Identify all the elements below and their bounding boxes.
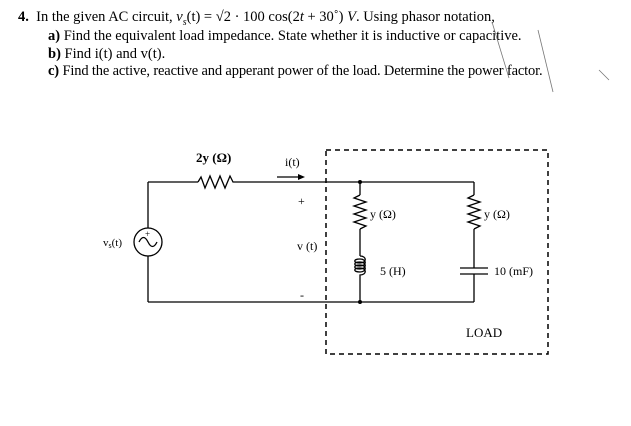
part-c-text: Find the active, reactive and apperant p… (58, 63, 543, 79)
series-resistor-symbol (197, 174, 236, 190)
sqrt-two: √2 (215, 9, 231, 25)
problem-intro-end: . Using phasor notation, (355, 9, 495, 25)
cos-expression: · 100 cos(2 (230, 9, 300, 25)
part-b-label: b) (48, 46, 61, 62)
stray-mark-1 (491, 21, 510, 79)
phase-angle: + 30˚) (303, 9, 348, 25)
stray-mark-2 (537, 29, 554, 93)
capacitor-label: 10 (mF) (494, 264, 533, 278)
source-circle (133, 227, 163, 257)
source-argument: (t) (186, 9, 201, 25)
branch2-resistor-symbol (465, 194, 483, 230)
source-subscript: s (182, 16, 187, 28)
branch1-resistor-symbol (351, 194, 369, 230)
part-a-label: a) (48, 28, 61, 44)
part-b: b) Find i(t) and v(t). (48, 46, 165, 63)
problem-line-1: 4. In the given AC circuit, vs(t) = √2 ·… (18, 9, 495, 31)
equals-sign: = (200, 9, 216, 25)
stray-mark-3 (598, 69, 610, 81)
series-resistor-label: 2y (Ω) (196, 150, 231, 165)
branch1-resistor-label: y (Ω) (370, 207, 396, 221)
part-b-text: Find i(t) and v(t). (60, 46, 166, 62)
source-label: vs(t) (103, 237, 122, 250)
problem-number: 4. (18, 9, 29, 25)
branch2-resistor-label: y (Ω) (484, 207, 510, 221)
voltage-label: v (t) (297, 239, 317, 253)
current-arrow-head (298, 174, 305, 180)
current-label: i(t) (285, 155, 300, 169)
part-c: c) Find the active, reactive and apperan… (48, 63, 543, 80)
source-plus: + (145, 229, 150, 239)
load-box (325, 149, 549, 355)
source-function: v (176, 9, 183, 25)
plus-sign: + (298, 194, 305, 208)
part-c-label: c) (48, 63, 59, 79)
sine-wave-icon (138, 236, 158, 248)
unit-volts: V (347, 9, 356, 25)
load-label: LOAD (466, 325, 502, 340)
time-variable: t (299, 9, 304, 25)
part-a: a) Find the equivalent load impedance. S… (48, 28, 522, 45)
minus-sign: - (300, 288, 304, 302)
part-a-text: Find the equivalent load impedance. Stat… (60, 28, 522, 44)
branch1-inductor-symbol (354, 255, 366, 276)
branch1-inductor-label: 5 (H) (380, 264, 406, 278)
problem-intro: In the given AC circuit, (36, 9, 177, 25)
